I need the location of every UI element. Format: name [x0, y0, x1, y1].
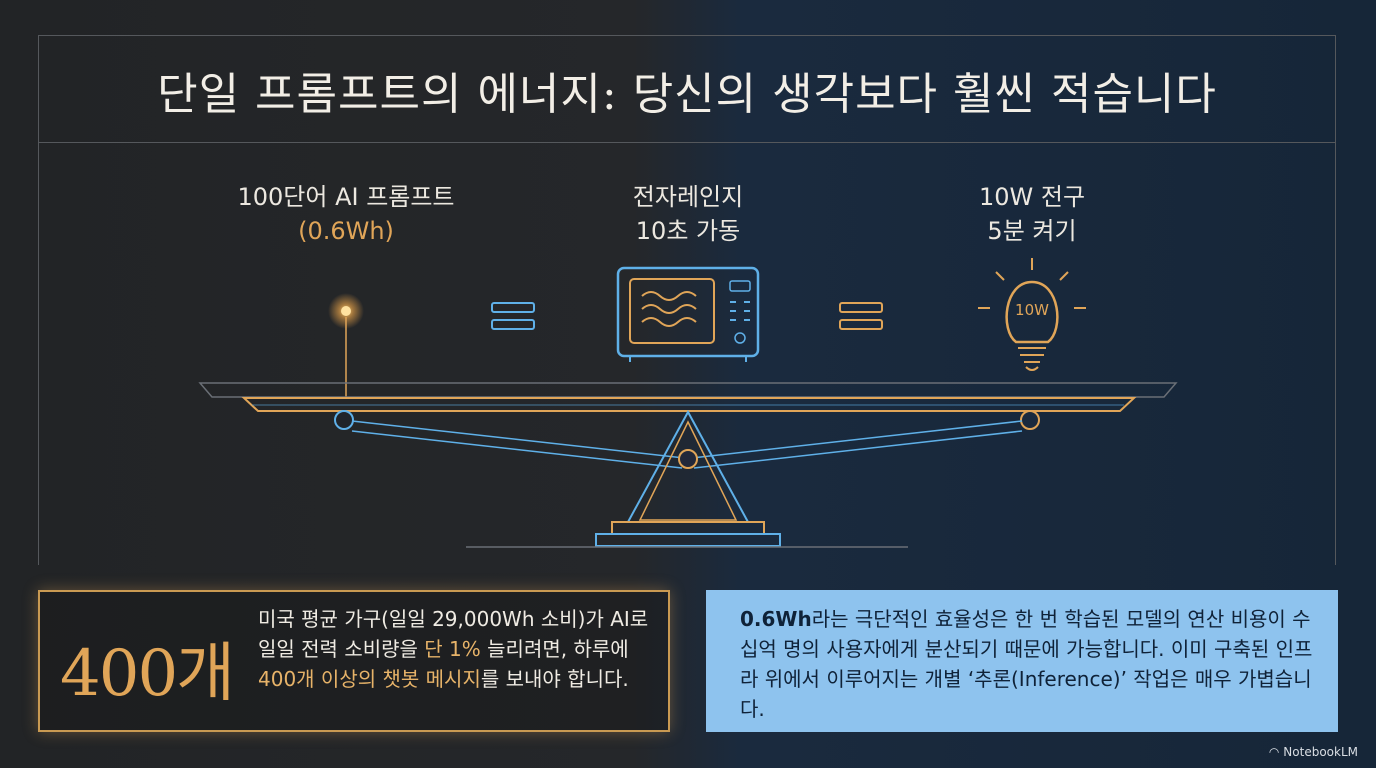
page-title: 단일 프롬프트의 에너지: 당신의 생각보다 훨씬 적습니다 [157, 69, 1217, 120]
stat-text-1: 미국 평균 가구(일일 29,000Wh 소비)가 AI로 일일 전력 소비량을 [258, 607, 649, 661]
microwave-label-line1: 전자레인지 [632, 183, 744, 211]
info-text: 0.6Wh라는 극단적인 효율성은 한 번 학습된 모델의 연산 비용이 수십억… [740, 604, 1318, 724]
brand-logo: ◠NotebookLM [1269, 745, 1362, 759]
light-bulb-icon [978, 258, 1086, 371]
brand-name: NotebookLM [1283, 745, 1358, 759]
prompt-label-line1: 100단어 AI 프롬프트 [237, 183, 455, 211]
glowing-dot-icon [328, 293, 364, 397]
stat-highlight-2: 400개 이상의 챗봇 메시지 [258, 667, 481, 691]
title-divider [38, 142, 1336, 143]
stat-box: 400개 미국 평균 가구(일일 29,000Wh 소비)가 AI로 일일 전력… [38, 590, 670, 732]
bulb-label-line1: 10W 전구 [978, 183, 1086, 211]
equals-icon [839, 302, 883, 330]
content-frame [38, 35, 1336, 565]
microwave-icon [616, 266, 760, 362]
bulb-label: 10W 전구 5분 켜기 [920, 180, 1144, 248]
prompt-label: 100단어 AI 프롬프트 (0.6Wh) [196, 180, 496, 248]
stat-description: 미국 평균 가구(일일 29,000Wh 소비)가 AI로 일일 전력 소비량을… [258, 604, 658, 694]
info-bold-value: 0.6Wh [740, 607, 812, 631]
info-box: 0.6Wh라는 극단적인 효율성은 한 번 학습된 모델의 연산 비용이 수십억… [706, 590, 1338, 732]
stat-number: 400개 [60, 637, 235, 711]
microwave-label-line2: 10초 가동 [635, 217, 741, 245]
bulb-wattage-text: 10W [1015, 301, 1049, 319]
stat-text-3: 를 보내야 합니다. [480, 667, 629, 691]
stat-highlight-1: 단 1% [424, 637, 481, 661]
microwave-label: 전자레인지 10초 가동 [560, 180, 816, 248]
notebooklm-icon: ◠ [1268, 745, 1280, 759]
balance-scale-icon [198, 382, 1178, 548]
equals-icon [491, 302, 535, 330]
stat-text-2: 늘리려면, 하루에 [480, 637, 629, 661]
bulb-label-line2: 5분 켜기 [987, 217, 1077, 245]
prompt-energy-value: (0.6Wh) [298, 217, 394, 245]
info-body: 라는 극단적인 효율성은 한 번 학습된 모델의 연산 비용이 수십억 명의 사… [740, 607, 1313, 721]
